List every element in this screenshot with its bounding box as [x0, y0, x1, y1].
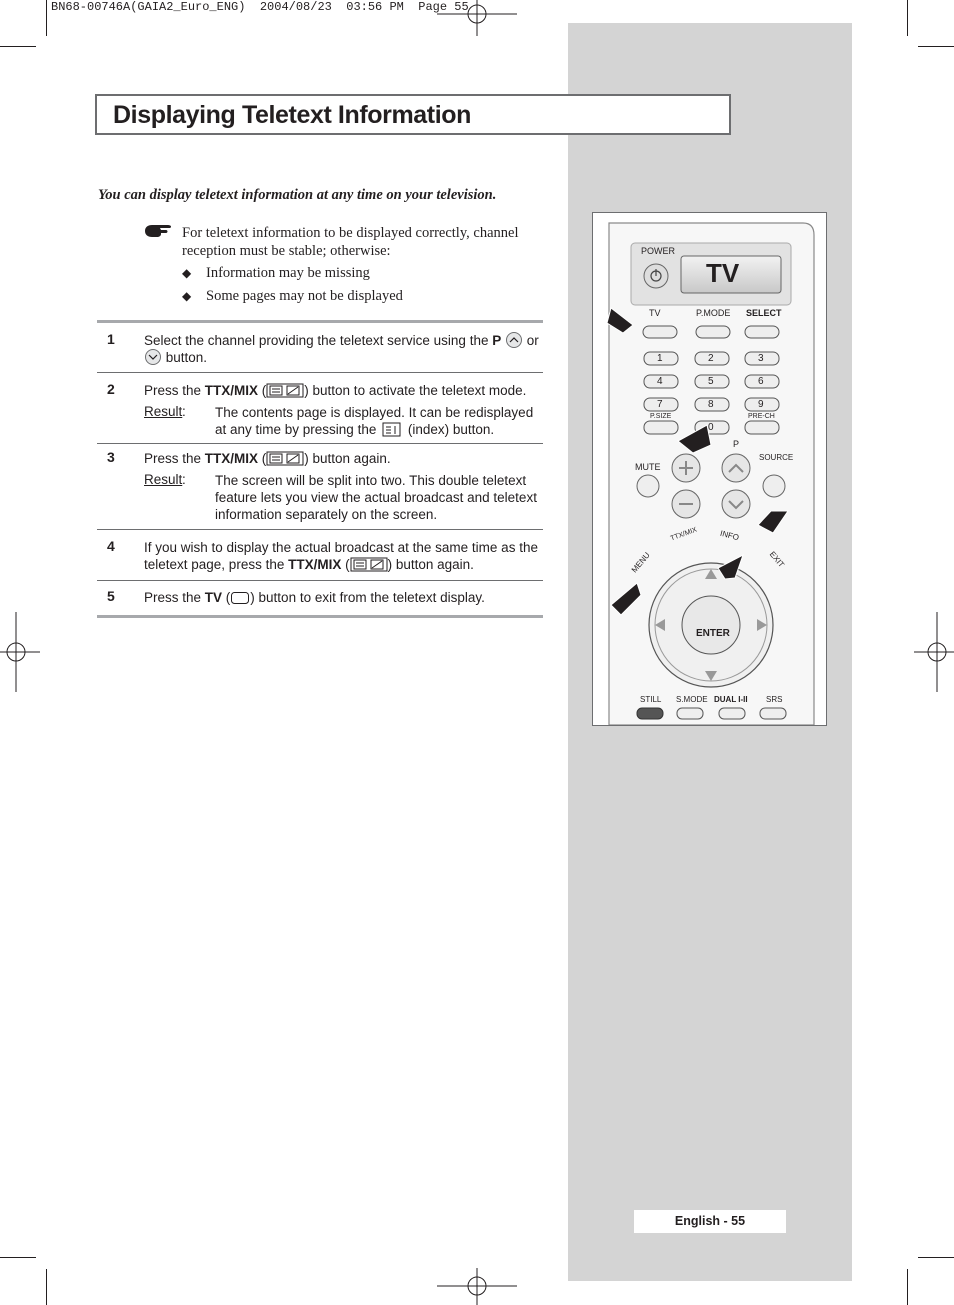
step-text: Select the channel providing the teletex…: [144, 332, 539, 365]
bullet-text: Information may be missing: [206, 265, 370, 281]
crop-mark: [907, 0, 908, 36]
result-text: The contents page is displayed. It can b…: [215, 405, 534, 437]
step-number: 5: [107, 588, 115, 604]
remote-label-srs: SRS: [766, 695, 783, 704]
step-text: Press the TTX/MIX () button again.: [144, 451, 391, 466]
crop-mark: [918, 46, 954, 47]
step-number: 1: [107, 331, 115, 347]
remote-display-tv: TV: [706, 258, 740, 288]
index-icon: [382, 422, 401, 437]
table-top-rule: [97, 320, 543, 323]
step-number: 3: [107, 449, 115, 465]
tv-icon: [231, 592, 250, 604]
remote-digit: 6: [758, 376, 764, 387]
pointing-hand-icon: [145, 225, 172, 237]
result-text: The screen will be split into two. This …: [215, 473, 537, 522]
ttx-mix-icon: [266, 451, 304, 466]
crop-mark: [0, 1257, 36, 1258]
print-header: BN68-00746A(GAIA2_Euro_ENG) 2004/08/23 0…: [51, 0, 469, 14]
remote-label-prech: PRE-CH: [748, 413, 775, 420]
remote-figure: POWER TV TV P.MODE SELECT 1 2 3 4 5 6 7 …: [592, 212, 827, 726]
channel-up-icon: [506, 332, 522, 348]
step-text: Press the TV () button to exit from the …: [144, 590, 485, 605]
remote-label-dual: DUAL I-II: [714, 695, 748, 704]
row-divider: [97, 529, 543, 530]
row-divider: [97, 580, 543, 581]
crop-mark: [918, 1257, 954, 1258]
remote-label-tv: TV: [649, 308, 661, 318]
crop-mark: [46, 0, 47, 36]
remote-label-select: SELECT: [746, 308, 782, 318]
remote-digit: 0: [708, 422, 714, 433]
registration-mark-bottom: [437, 1268, 517, 1305]
crop-mark: [46, 1269, 47, 1305]
remote-control: [606, 222, 815, 725]
remote-label-mute: MUTE: [635, 462, 661, 472]
remote-digit: 7: [657, 399, 663, 410]
table-bottom-rule: [97, 615, 543, 618]
remote-digit: 3: [758, 353, 764, 364]
remote-digit: 4: [657, 376, 663, 387]
row-divider: [97, 372, 543, 373]
step-text: If you wish to display the actual broadc…: [144, 540, 538, 572]
remote-digit: 8: [708, 399, 714, 410]
remote-label-power: POWER: [641, 246, 676, 256]
crop-mark: [907, 1269, 908, 1305]
remote-label-still: STILL: [640, 695, 662, 704]
note-bullet: ◆Some pages may not be displayed: [182, 288, 403, 304]
title-box: Displaying Teletext Information: [95, 94, 731, 135]
remote-digit: 2: [708, 353, 714, 364]
channel-down-icon: [145, 349, 161, 365]
remote-label-psize: P.SIZE: [650, 413, 672, 420]
page-number: English - 55: [674, 1214, 746, 1228]
remote-digit: 5: [708, 376, 714, 387]
remote-label-source: SOURCE: [759, 453, 794, 462]
ttx-mix-icon: [266, 383, 304, 398]
registration-mark-left: [0, 612, 40, 692]
note-bullet: ◆Information may be missing: [182, 265, 370, 281]
row-divider: [97, 443, 543, 444]
remote-label-enter: ENTER: [696, 628, 730, 639]
page-footer: English - 55: [634, 1210, 786, 1233]
remote-digit: 9: [758, 399, 764, 410]
registration-mark-right: [914, 612, 954, 692]
result-label: Result: [144, 472, 183, 487]
step-number: 2: [107, 381, 115, 397]
registration-mark-top: [437, 0, 517, 36]
result-colon: :: [182, 404, 186, 419]
bullet-text: Some pages may not be displayed: [206, 288, 403, 304]
intro-text: You can display teletext information at …: [98, 187, 497, 203]
step-number: 4: [107, 538, 115, 554]
step-text: Press the TTX/MIX () button to activate …: [144, 383, 527, 398]
ttx-mix-icon: [350, 557, 388, 572]
remote-digit: 1: [657, 353, 663, 364]
remote-label-smode: S.MODE: [676, 695, 708, 704]
crop-mark: [0, 46, 36, 47]
remote-label-p: P: [733, 439, 740, 449]
remote-label-pmode: P.MODE: [696, 308, 731, 318]
page-title: Displaying Teletext Information: [113, 101, 472, 129]
note-text: For teletext information to be displayed…: [182, 225, 519, 259]
result-label: Result: [144, 404, 183, 419]
result-colon: :: [182, 472, 186, 487]
